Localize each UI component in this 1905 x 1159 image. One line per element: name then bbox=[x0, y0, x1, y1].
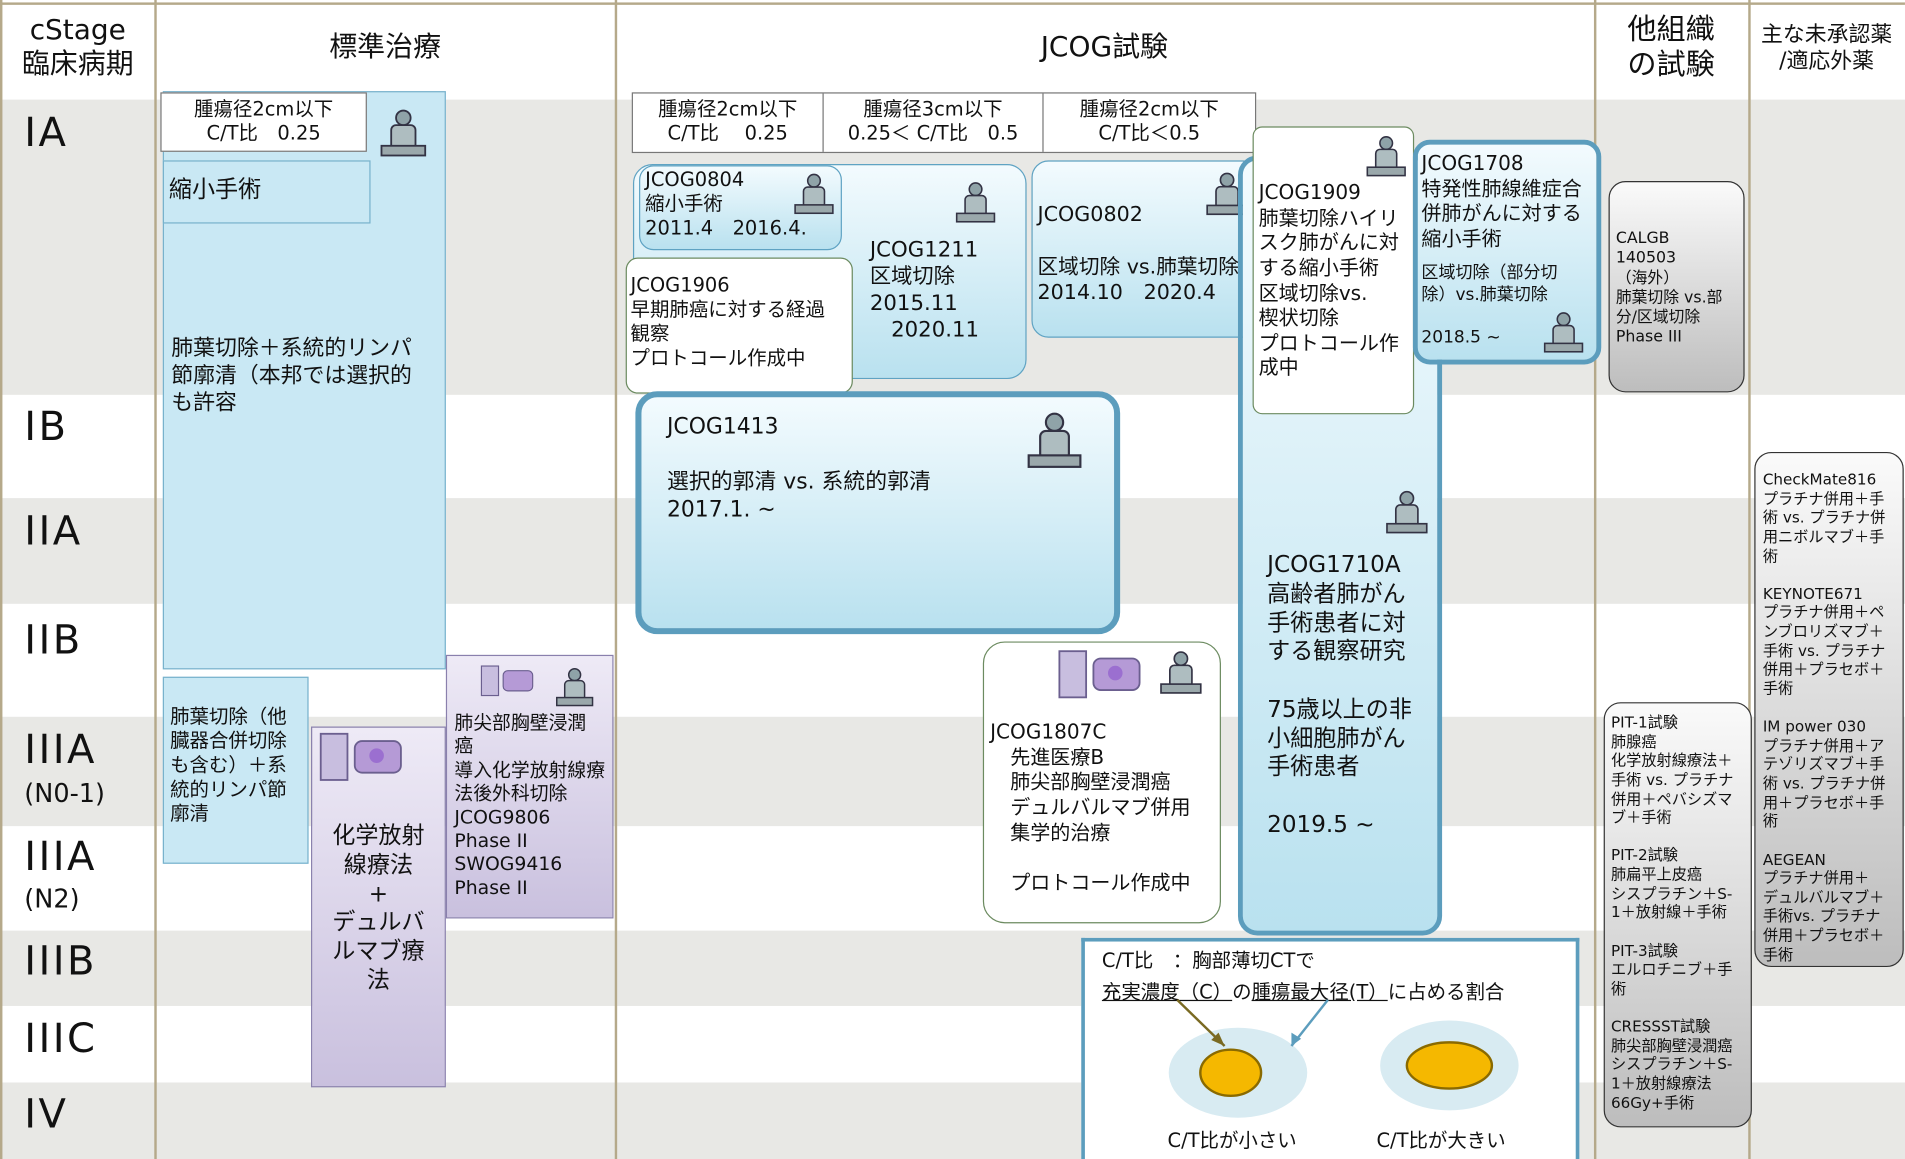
criteria-box: 腫瘍径2cm以下 C/T比 0.25 bbox=[160, 92, 367, 152]
jcog1807c-text: JCOG1807C 先進医療B 肺尖部胸壁浸潤癌 デュルバルマブ併用 集学的治療… bbox=[990, 720, 1191, 894]
ct-particle: の bbox=[1232, 980, 1252, 1004]
jcog-criteria-table: 腫瘍径2cm以下 C/T比 0.25 腫瘍径3cm以下 0.25＜ C/T比 0… bbox=[631, 92, 1257, 154]
pit-trials-text: PIT-1試験 肺腺癌 化学放射線療法＋ 手術 vs. プラチナ 併用＋ペバシズ… bbox=[1610, 713, 1734, 1112]
jcog1909-text: JCOG1909 肺葉切除ハイリ スク肺がんに対 する縮小手術 区域切除vs. … bbox=[1258, 181, 1399, 380]
criteria-text: 腫瘍径2cm以下 C/T比 0.25 bbox=[194, 97, 334, 145]
row-band-iv bbox=[0, 1082, 1905, 1159]
grid-line bbox=[614, 0, 618, 1159]
stage-iiic: IIIC bbox=[24, 1014, 98, 1062]
grid-line bbox=[0, 0, 3, 1159]
divider bbox=[1042, 93, 1044, 152]
ct-tumor-term: 腫瘍最大径(T） bbox=[1251, 980, 1388, 1004]
header-drug: 主な未承認薬 /適応外薬 bbox=[1760, 21, 1893, 74]
grid-line bbox=[1748, 0, 1751, 1159]
surgeon-icon bbox=[1363, 134, 1409, 180]
stage-iiia-n01: IIIA bbox=[24, 725, 97, 773]
chemoradiation-text: 化学放射 線療法 + デュルバ ルマブ療 法 bbox=[332, 822, 425, 994]
pancoast-text: 肺尖部胸壁浸潤 癌 導入化学放射線療 法後外科切除 JCOG9806 Phase… bbox=[454, 711, 606, 899]
jcog1708-box: JCOG1708 特発性肺線維症合 併肺がんに対する 縮小手術 区域切除（部分切… bbox=[1412, 139, 1602, 365]
ct-small-label: C/T比が小さい bbox=[1167, 1128, 1297, 1152]
header-jcog: JCOG試験 bbox=[1040, 31, 1168, 64]
stage-iiib: IIIB bbox=[24, 936, 98, 985]
stage-iia: IIA bbox=[24, 506, 83, 554]
ct-large-label: C/T比が大きい bbox=[1376, 1128, 1506, 1152]
jcog1906-text: JCOG1906 早期肺癌に対する経過 観察 プロトコール作成中 bbox=[630, 273, 825, 370]
drug-trials-box: CheckMate816 プラチナ併用＋手 術 vs. プラチナ併 用ニボルマブ… bbox=[1754, 451, 1904, 968]
ct-rest: に占める割合 bbox=[1387, 980, 1505, 1004]
jcog1710a-text: JCOG1710A 高齢者肺がん 手術患者に対 する観察研究 75歳以上の非 小… bbox=[1267, 551, 1412, 838]
jcog1708-text: JCOG1708 特発性肺線維症合 併肺がんに対する 縮小手術 bbox=[1421, 151, 1582, 251]
header-standard: 標準治療 bbox=[329, 31, 442, 64]
stage-iv: IV bbox=[24, 1089, 69, 1138]
grid-line bbox=[154, 0, 157, 1159]
small-surgery-text: 縮小手術 bbox=[168, 176, 262, 203]
radiotherapy-icon bbox=[318, 729, 405, 787]
pit-trials-box: PIT-1試験 肺腺癌 化学放射線療法＋ 手術 vs. プラチナ 併用＋ペバシズ… bbox=[1603, 702, 1752, 1128]
surgeon-icon bbox=[1383, 488, 1432, 537]
jcog0804-text: JCOG0804 縮小手術 2011.4 2016.4. bbox=[645, 167, 807, 240]
ct-line1: C/T比 ：胸部薄切CTで bbox=[1101, 948, 1315, 972]
surgeon-icon bbox=[377, 107, 430, 160]
stage-ia: IA bbox=[24, 108, 69, 156]
radiotherapy-icon bbox=[480, 657, 536, 706]
calgb-text: CALGB 140503 （海外） 肺葉切除 vs.部 分/区域切除 Phase… bbox=[1615, 229, 1723, 347]
jcog1413-text: JCOG1413 選択的郭清 vs. 系統的郭清 2017.1. ~ bbox=[666, 414, 931, 522]
drug-trials-text: CheckMate816 プラチナ併用＋手 術 vs. プラチナ併 用ニボルマブ… bbox=[1762, 470, 1886, 963]
header-stage: cStage 臨床病期 bbox=[21, 14, 134, 80]
stage-iiia-n2: IIIA bbox=[24, 832, 97, 880]
chemoradiation-box: 化学放射 線療法 + デュルバ ルマブ療 法 bbox=[311, 726, 446, 1088]
stage-ib: IB bbox=[24, 402, 69, 450]
surgeon-icon bbox=[1023, 409, 1086, 472]
surgeon-icon bbox=[1157, 649, 1206, 698]
jcog-criteria-1: 腫瘍径2cm以下 C/T比 0.25 bbox=[658, 97, 798, 145]
surgeon-icon bbox=[791, 171, 837, 217]
surgeon-icon bbox=[1540, 310, 1586, 356]
radiotherapy-icon bbox=[1055, 646, 1147, 704]
grid-line bbox=[0, 2, 1905, 5]
header-other: 他組織 の試験 bbox=[1627, 12, 1715, 82]
surgeon-icon bbox=[553, 666, 597, 710]
stage-iiia-n2-sub: (N2) bbox=[24, 884, 80, 914]
surgeon-icon bbox=[952, 180, 998, 226]
combined-resection-text: 肺葉切除（他 臓器合併切除 も含む）＋系 統的リンパ節 廓清 bbox=[170, 704, 287, 825]
divider bbox=[822, 93, 824, 152]
calgb-box: CALGB 140503 （海外） 肺葉切除 vs.部 分/区域切除 Phase… bbox=[1608, 181, 1745, 393]
ct-diagram bbox=[1168, 998, 1519, 1118]
ct-line2: 充実濃度（C）の腫瘍最大径(T）に占める割合 bbox=[1102, 976, 1504, 1005]
small-surgery-box: 縮小手術 bbox=[162, 160, 371, 224]
ct-solid-term: 充実濃度（C） bbox=[1101, 980, 1233, 1004]
grid-line bbox=[1593, 0, 1597, 1159]
jcog1211-text: JCOG1211 区域切除 2015.11 2020.11 bbox=[869, 238, 980, 343]
stage-iib: IIB bbox=[24, 615, 83, 664]
combined-resection-box: 肺葉切除（他 臓器合併切除 も含む）＋系 統的リンパ節 廓清 bbox=[162, 676, 309, 864]
jcog1906-box: JCOG1906 早期肺癌に対する経過 観察 プロトコール作成中 bbox=[625, 257, 853, 394]
ct-ratio-legend: C/T比 ：胸部薄切CTで 充実濃度（C）の腫瘍最大径(T）に占める割合 C/T… bbox=[1081, 937, 1580, 1159]
stage-iiia-n01-sub: (N0-1) bbox=[24, 778, 105, 808]
jcog-criteria-2: 腫瘍径3cm以下 0.25＜ C/T比 0.5 bbox=[847, 97, 1019, 145]
jcog-criteria-3: 腫瘍径2cm以下 C/T比＜0.5 bbox=[1079, 97, 1219, 145]
jcog1708-detail: 区域切除（部分切 除）vs.肺葉切除 2018.5 ~ bbox=[1421, 263, 1558, 347]
jcog1413-box: JCOG1413 選択的郭清 vs. 系統的郭清 2017.1. ~ bbox=[635, 391, 1121, 635]
jcog0802-text: JCOG0802 区域切除 vs.肺葉切除 2014.10 2020.4 bbox=[1037, 202, 1239, 305]
lobectomy-text: 肺葉切除＋系統的リンパ 節廓清（本邦では選択的 も許容 bbox=[171, 335, 412, 416]
